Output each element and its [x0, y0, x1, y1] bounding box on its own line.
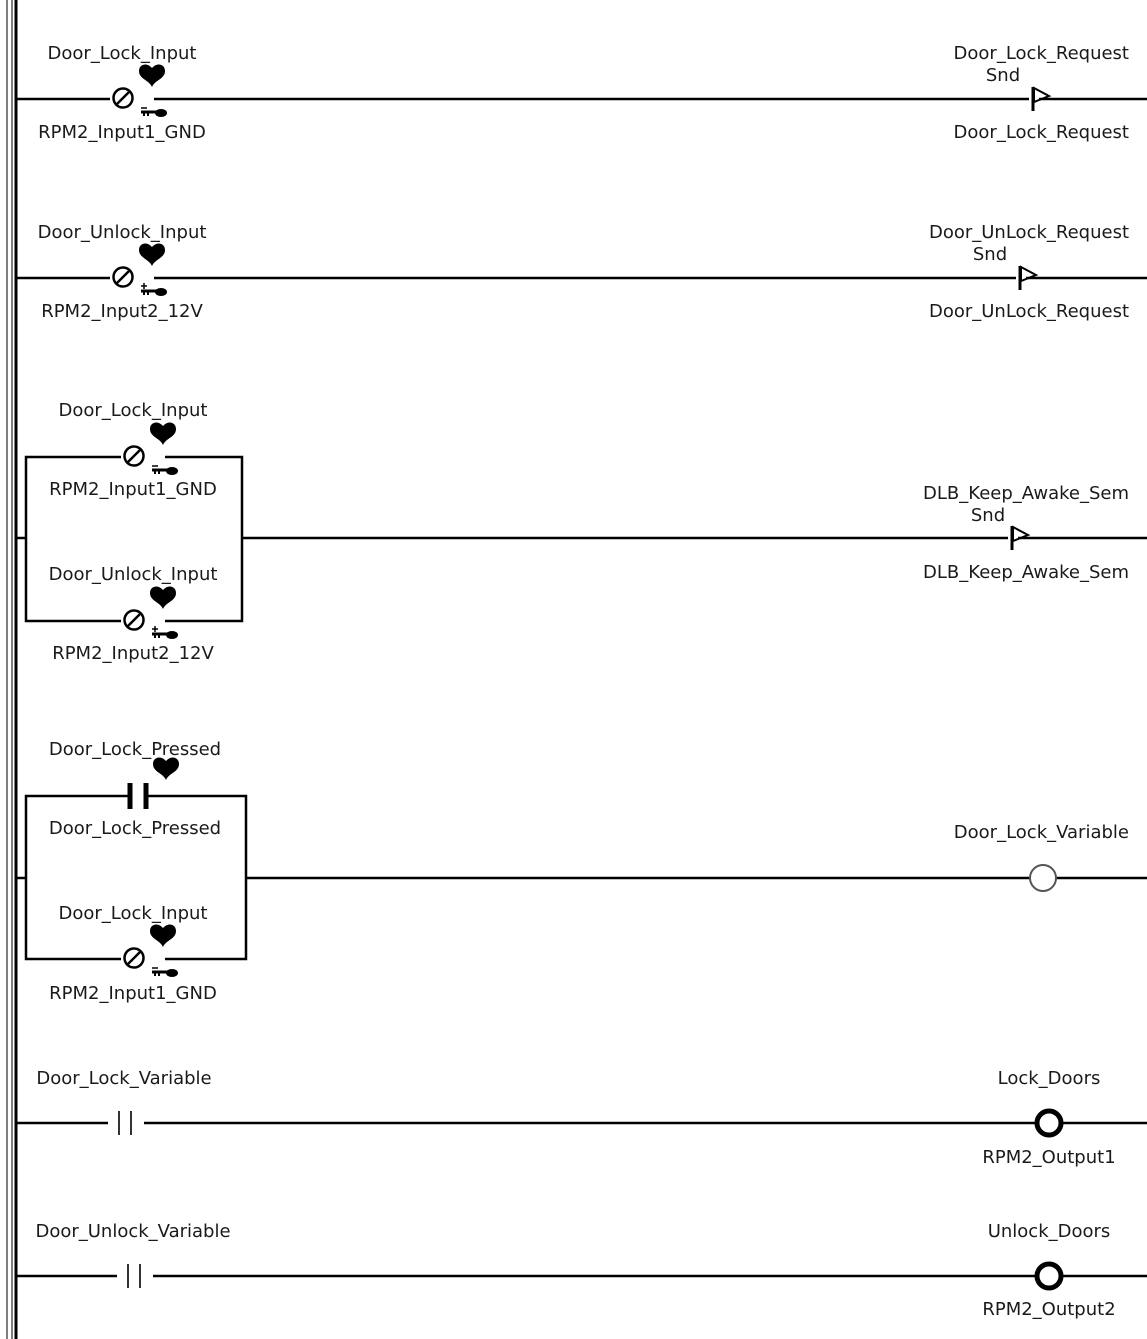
digital-input-icon — [110, 64, 167, 117]
rung-3-output-message: DLB_Keep_Awake_Sem — [923, 562, 1129, 583]
rung-6-output-channel: RPM2_Output2 — [982, 1299, 1115, 1320]
rung-5-contact-tag: Door_Lock_Variable — [36, 1068, 211, 1089]
digital-input-icon — [121, 586, 178, 639]
rung-1-output-tag: Door_Lock_Request — [954, 43, 1129, 64]
rung-1-input-channel: RPM2_Input1_GND — [38, 122, 206, 143]
left-power-rail — [6, 0, 18, 1339]
rung-4-contact-variable: Door_Lock_Pressed — [49, 818, 221, 839]
rung-1-output-mode: Snd — [986, 65, 1020, 86]
rung-3-input-1-tag: Door_Lock_Input — [59, 400, 208, 421]
rung-5-contact-gap — [108, 1110, 144, 1136]
output-coil-icon — [1034, 1108, 1064, 1138]
rung-4-variable-coil[interactable] — [1029, 864, 1057, 892]
rung-3-input-1-channel: RPM2_Input1_GND — [49, 479, 217, 500]
rung-3-digital-input-2[interactable] — [121, 586, 178, 639]
variable-coil-icon — [1029, 864, 1057, 892]
send-flag-icon — [1005, 262, 1039, 294]
rung-2-send-output[interactable] — [1005, 262, 1039, 294]
rung-3-input-2-channel: RPM2_Input2_12V — [52, 643, 214, 664]
rung-4: Door_Lock_Pressed Door_Lock_Pressed Door… — [16, 739, 1147, 1004]
digital-input-icon — [110, 243, 167, 296]
rung-5-output-tag: Lock_Doors — [998, 1068, 1101, 1089]
rung-3-output-mode: Snd — [971, 505, 1005, 526]
rung-4-input-tag: Door_Lock_Input — [59, 903, 208, 924]
rung-5-output-coil[interactable] — [1034, 1108, 1064, 1138]
rung-6-output-coil[interactable] — [1034, 1261, 1064, 1291]
heart-icon — [153, 757, 179, 780]
rung-3: Door_Lock_Input RPM2_Input1_GND Door_Unl… — [16, 400, 1147, 664]
rung-1-output-message: Door_Lock_Request — [954, 122, 1129, 143]
rung-3-send-output[interactable] — [997, 522, 1031, 554]
rung-5-output-channel: RPM2_Output1 — [982, 1147, 1115, 1168]
digital-input-icon — [121, 924, 178, 977]
rung-4-input-channel: RPM2_Input1_GND — [49, 983, 217, 1004]
rung-3-digital-input-1[interactable] — [121, 422, 178, 475]
rung-2-input-tag: Door_Unlock_Input — [38, 222, 207, 243]
rung-1: Door_Lock_Input RPM2_Input1_GND Door_Loc… — [16, 43, 1147, 143]
output-coil-icon — [1034, 1261, 1064, 1291]
rung-1-digital-input[interactable] — [110, 64, 167, 117]
rung-2-output-mode: Snd — [973, 244, 1007, 265]
rung-6-contact-tag: Door_Unlock_Variable — [35, 1221, 230, 1242]
send-flag-icon — [997, 522, 1031, 554]
digital-input-icon — [121, 422, 178, 475]
rung-1-send-output[interactable] — [1018, 83, 1052, 115]
rung-2-output-tag: Door_UnLock_Request — [929, 222, 1129, 243]
rung-2: Door_Unlock_Input RPM2_Input2_12V Door_U… — [16, 222, 1147, 322]
rung-4-output-tag: Door_Lock_Variable — [954, 822, 1129, 843]
rung-6-contact-gap — [117, 1263, 153, 1289]
rung-2-digital-input[interactable] — [110, 243, 167, 296]
rung-5: Door_Lock_Variable Lock_Doors RPM2_Outpu… — [16, 1068, 1147, 1168]
send-flag-icon — [1018, 83, 1052, 115]
rung-1-input-tag: Door_Lock_Input — [48, 43, 197, 64]
rung-3-input-2-tag: Door_Unlock_Input — [49, 564, 218, 585]
rung-2-input-channel: RPM2_Input2_12V — [41, 301, 203, 322]
rung-3-output-tag: DLB_Keep_Awake_Sem — [923, 483, 1129, 504]
rung-6: Door_Unlock_Variable Unlock_Doors RPM2_O… — [16, 1221, 1147, 1320]
rung-4-contact-tag: Door_Lock_Pressed — [49, 739, 221, 760]
rung-6-output-tag: Unlock_Doors — [988, 1221, 1111, 1242]
rung-2-output-message: Door_UnLock_Request — [929, 301, 1129, 322]
rung-4-digital-input[interactable] — [121, 924, 178, 977]
